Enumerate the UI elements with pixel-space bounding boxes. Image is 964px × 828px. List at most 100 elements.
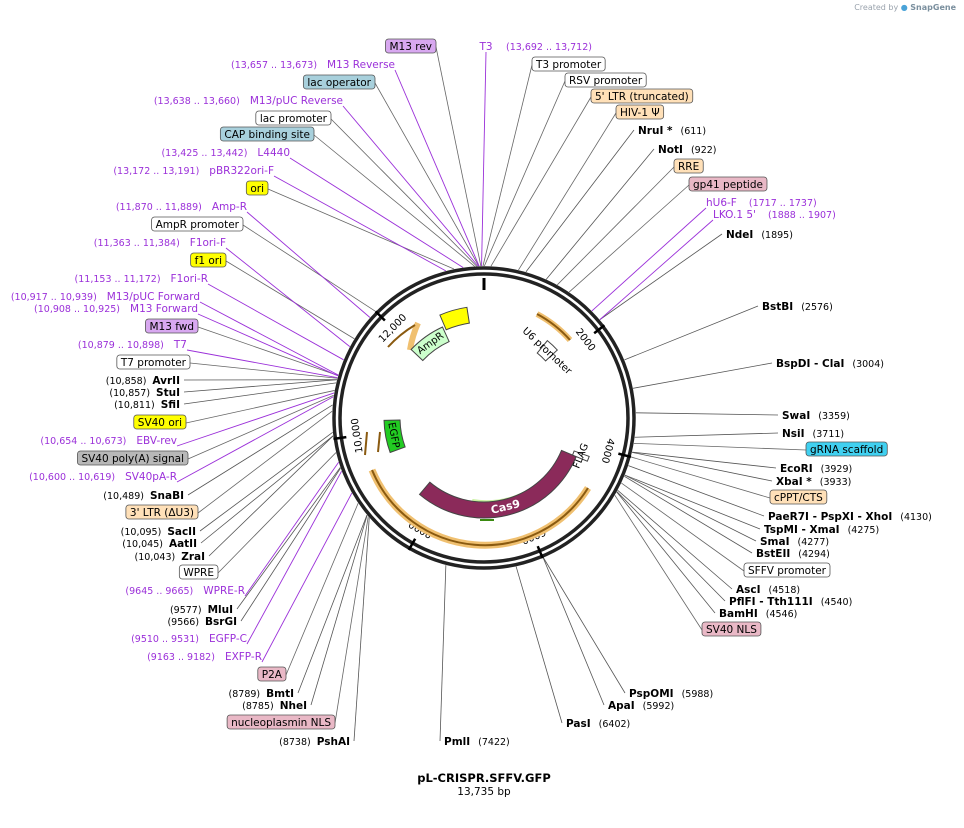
feature-box-lac-promoter[interactable]: lac promoter bbox=[255, 110, 332, 126]
primer-name: WPRE-R bbox=[203, 585, 245, 597]
primer-f1ori-f[interactable]: F1ori-F(11,363 .. 11,384) bbox=[94, 237, 226, 249]
site-bstbi[interactable]: BstBI(2576) bbox=[762, 301, 833, 313]
site-stui[interactable]: StuI(10,857) bbox=[109, 387, 180, 399]
site-name: SnaBI bbox=[150, 490, 184, 502]
feature-box-hiv-1[interactable]: HIV-1 Ψ bbox=[615, 104, 665, 120]
feature-box-t3-promoter[interactable]: T3 promoter bbox=[531, 56, 606, 72]
feature-box-gp41-peptide[interactable]: gp41 peptide bbox=[688, 176, 768, 192]
primer-m13-forward[interactable]: M13 Forward(10,908 .. 10,925) bbox=[34, 303, 198, 315]
primer-connector-f1ori-f bbox=[225, 247, 351, 347]
site-aatii[interactable]: AatII(10,045) bbox=[122, 538, 197, 550]
site-connector-paer7i bbox=[628, 465, 765, 517]
primer-hu6-f[interactable]: hU6-F(1717 .. 1737) bbox=[706, 197, 817, 209]
primer-f1ori-r[interactable]: F1ori-R(11,153 .. 11,172) bbox=[75, 273, 208, 285]
feature-box-sffv-promoter[interactable]: SFFV promoter bbox=[743, 562, 831, 578]
primer-exfp-r[interactable]: EXFP-R(9163 .. 9182) bbox=[147, 651, 262, 663]
site-xbai[interactable]: XbaI *(3933) bbox=[776, 476, 851, 488]
feature-box-p2a[interactable]: P2A bbox=[257, 666, 287, 682]
feature-box-f1-ori[interactable]: f1 ori bbox=[190, 252, 227, 268]
feature-box-cap-binding-site[interactable]: CAP binding site bbox=[219, 126, 315, 142]
box-connector-hiv-1 bbox=[518, 112, 617, 271]
site-apai[interactable]: ApaI(5992) bbox=[608, 700, 674, 712]
site-pasi[interactable]: PasI(6402) bbox=[566, 718, 630, 730]
site-pshai[interactable]: PshAI(8738) bbox=[279, 736, 350, 748]
site-paer7i[interactable]: PaeR7I - PspXI - XhoI(4130) bbox=[768, 511, 932, 523]
box-connector-lac-operator bbox=[374, 82, 480, 267]
feature-box-ori[interactable]: ori bbox=[245, 180, 269, 196]
feature-ampr[interactable] bbox=[410, 326, 450, 362]
site-snabi[interactable]: SnaBI(10,489) bbox=[103, 490, 184, 502]
site-bmti[interactable]: BmtI(8789) bbox=[229, 688, 294, 700]
site-asci[interactable]: AscI(4518) bbox=[736, 584, 800, 596]
feature-box-sv40-poly-a-signal[interactable]: SV40 poly(A) signal bbox=[77, 450, 189, 466]
feature-box-ampr-promoter[interactable]: AmpR promoter bbox=[151, 216, 244, 232]
feature-u6-promoter[interactable] bbox=[536, 339, 559, 362]
site-coord: (9577) bbox=[170, 605, 202, 616]
box-connector-3-ltr-u3 bbox=[197, 410, 333, 514]
site-pspomi[interactable]: PspOMI(5988) bbox=[629, 688, 713, 700]
site-zrai[interactable]: ZraI(10,043) bbox=[135, 551, 205, 563]
site-connector-bstbi bbox=[624, 305, 759, 361]
site-noti[interactable]: NotI(922) bbox=[658, 144, 716, 156]
backbone-outer-ring bbox=[332, 266, 636, 570]
primer-ebv-rev[interactable]: EBV-rev(10,654 .. 10,673) bbox=[40, 435, 177, 447]
snapgene-logo-icon: ● bbox=[900, 3, 908, 12]
site-pflfi[interactable]: PflFI - Tth111I(4540) bbox=[729, 596, 852, 608]
feature-box-t7-promoter[interactable]: T7 promoter bbox=[116, 354, 191, 370]
site-coord: (4294) bbox=[798, 549, 830, 560]
site-coord: (3359) bbox=[818, 411, 850, 422]
feature-box-sv40-ori[interactable]: SV40 ori bbox=[133, 414, 187, 430]
feature-box-cppt-cts[interactable]: cPPT/CTS bbox=[769, 489, 828, 505]
box-connector-cap-binding-site bbox=[313, 134, 475, 267]
site-sacii[interactable]: SacII(10,095) bbox=[121, 526, 196, 538]
site-ecori[interactable]: EcoRI(3929) bbox=[780, 463, 852, 475]
feature-box-sv40-nls[interactable]: SV40 NLS bbox=[701, 621, 762, 637]
feature-ori[interactable] bbox=[439, 306, 470, 331]
site-ndei[interactable]: NdeI(1895) bbox=[726, 229, 793, 241]
primer-lko-1-5[interactable]: LKO.1 5'(1888 .. 1907) bbox=[713, 209, 836, 221]
feature-box-m13-fwd[interactable]: M13 fwd bbox=[145, 318, 199, 334]
primer-egfp-c[interactable]: EGFP-C(9510 .. 9531) bbox=[131, 633, 247, 645]
site-nrui[interactable]: NruI *(611) bbox=[638, 125, 706, 137]
site-mlui[interactable]: MluI(9577) bbox=[170, 604, 233, 616]
feature-box-nucleoplasmin-nls[interactable]: nucleoplasmin NLS bbox=[226, 714, 336, 730]
label-connector-lines bbox=[176, 46, 807, 742]
feature-box-lac-operator[interactable]: lac operator bbox=[302, 74, 376, 90]
primer-m13-puc-forward[interactable]: M13/pUC Forward(10,917 .. 10,939) bbox=[11, 291, 200, 303]
primer-sv40pa-r[interactable]: SV40pA-R(10,600 .. 10,619) bbox=[29, 471, 177, 483]
feature-flag[interactable] bbox=[571, 450, 590, 462]
site-bamhi[interactable]: BamHI(4546) bbox=[719, 608, 797, 620]
feature-box-label: SFFV promoter bbox=[748, 565, 827, 577]
feature-box-rsv-promoter[interactable]: RSV promoter bbox=[564, 72, 647, 88]
feature-box-grna-scaffold[interactable]: gRNA scaffold bbox=[805, 441, 888, 457]
site-avrii[interactable]: AvrII(10,858) bbox=[106, 375, 180, 387]
feature-egfp[interactable] bbox=[383, 419, 406, 454]
site-bspdi[interactable]: BspDI - ClaI(3004) bbox=[776, 358, 884, 370]
site-swai[interactable]: SwaI(3359) bbox=[782, 410, 850, 422]
feature-cas9[interactable] bbox=[418, 449, 577, 519]
feature-box-wpre[interactable]: WPRE bbox=[178, 564, 219, 580]
primer-l4440[interactable]: L4440(13,425 .. 13,442) bbox=[161, 147, 290, 159]
site-tspmi[interactable]: TspMI - XmaI(4275) bbox=[764, 524, 879, 536]
primer-wpre-r[interactable]: WPRE-R(9645 .. 9665) bbox=[125, 585, 245, 597]
site-bsrgi[interactable]: BsrGI(9566) bbox=[167, 616, 237, 628]
primer-t7[interactable]: T7(10,879 .. 10,898) bbox=[78, 339, 187, 351]
site-sfii[interactable]: SfiI(10,811) bbox=[114, 399, 180, 411]
primer-amp-r[interactable]: Amp-R(11,870 .. 11,889) bbox=[116, 201, 247, 213]
primer-m13-reverse[interactable]: M13 Reverse(13,657 .. 13,673) bbox=[231, 59, 395, 71]
site-nsii[interactable]: NsiI(3711) bbox=[782, 428, 844, 440]
site-bsteii[interactable]: BstEII(4294) bbox=[756, 548, 830, 560]
primer-pbr322ori-f[interactable]: pBR322ori-F(13,172 .. 13,191) bbox=[113, 165, 274, 177]
site-pmli[interactable]: PmlI(7422) bbox=[444, 736, 510, 748]
ruler-label-4000: 4000 bbox=[599, 437, 616, 464]
feature-box-m13-rev[interactable]: M13 rev bbox=[385, 38, 437, 54]
feature-box-rre[interactable]: RRE bbox=[673, 158, 704, 174]
box-connector-sv40-poly-a-signal bbox=[187, 394, 334, 460]
site-smai[interactable]: SmaI(4277) bbox=[760, 536, 829, 548]
primer-connector-hu6-f bbox=[591, 207, 707, 312]
feature-box-5-ltr-truncated[interactable]: 5' LTR (truncated) bbox=[590, 88, 694, 104]
primer-m13-puc-reverse[interactable]: M13/pUC Reverse(13,638 .. 13,660) bbox=[154, 95, 343, 107]
feature-box-3-ltr-u3[interactable]: 3' LTR (ΔU3) bbox=[125, 504, 199, 520]
primer-t3[interactable]: T3(13,692 .. 13,712) bbox=[478, 41, 592, 53]
site-nhei[interactable]: NheI(8785) bbox=[242, 700, 307, 712]
